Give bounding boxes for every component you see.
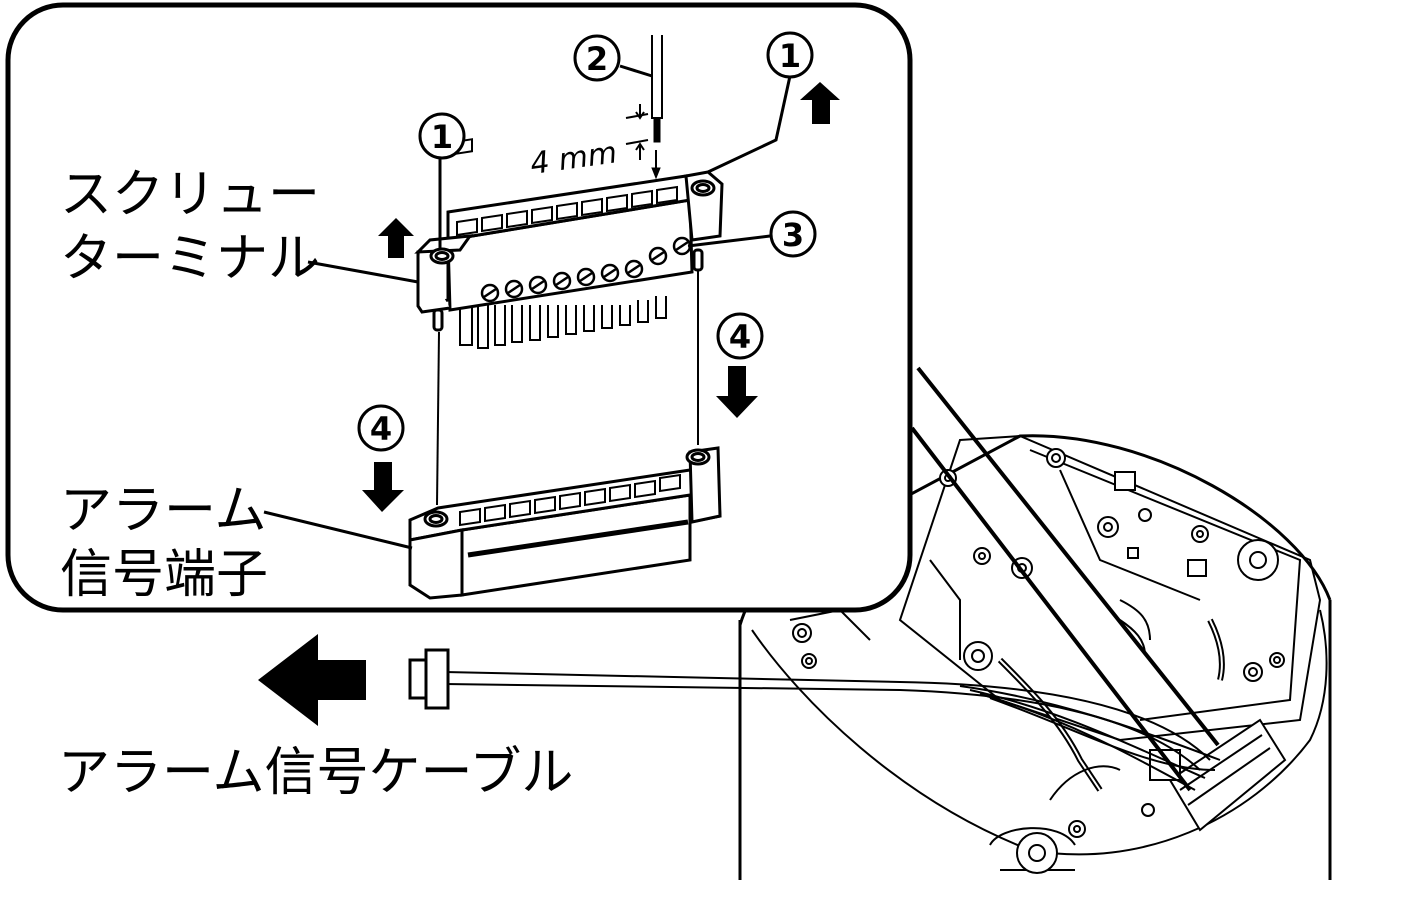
camera-screws [792,448,1285,874]
terminal-wire-slots [456,185,678,237]
svg-text:2: 2 [586,40,608,78]
screw-terminal-label-line2: ターミナル [60,229,320,289]
step-badge-4-right: 4 [716,312,764,360]
svg-text:1: 1 [779,37,801,75]
leader-lines [263,64,792,550]
screw-terminal-label-line1: スクリュー [60,165,320,225]
zoom-lines [910,366,1220,792]
step-badge-1-left: 1 [418,112,466,160]
step-badge-2: 2 [573,34,621,82]
svg-text:1: 1 [431,118,453,156]
lift-arrow-right [800,82,840,124]
step-badge-1-right: 1 [766,31,814,79]
terminal-screws [480,236,692,303]
step-badge-3: 3 [769,210,817,258]
alarm-terminal-label-line2: 信号端子 [60,545,268,605]
alignment-lines [436,270,699,506]
inserted-wire [651,35,663,180]
alarm-terminal-slots [459,473,681,527]
alarm-cable-label: アラーム信号ケーブル [58,743,573,803]
alarm-cable-wires [444,671,1221,791]
lift-arrow-left [378,218,414,258]
dimension-marks [625,104,649,160]
svg-text:4: 4 [729,318,751,356]
camera-alarm-connector [1149,718,1287,832]
svg-text:4: 4 [370,410,392,448]
cable-direction-arrow [258,634,366,726]
svg-text:3: 3 [782,216,804,254]
alarm-terminal-label-line1: アラーム [60,481,266,541]
step-badge-4-left: 4 [357,404,405,452]
insert-arrow-right [716,366,758,418]
insert-arrow-left [362,462,404,512]
cable-plug [408,648,450,710]
